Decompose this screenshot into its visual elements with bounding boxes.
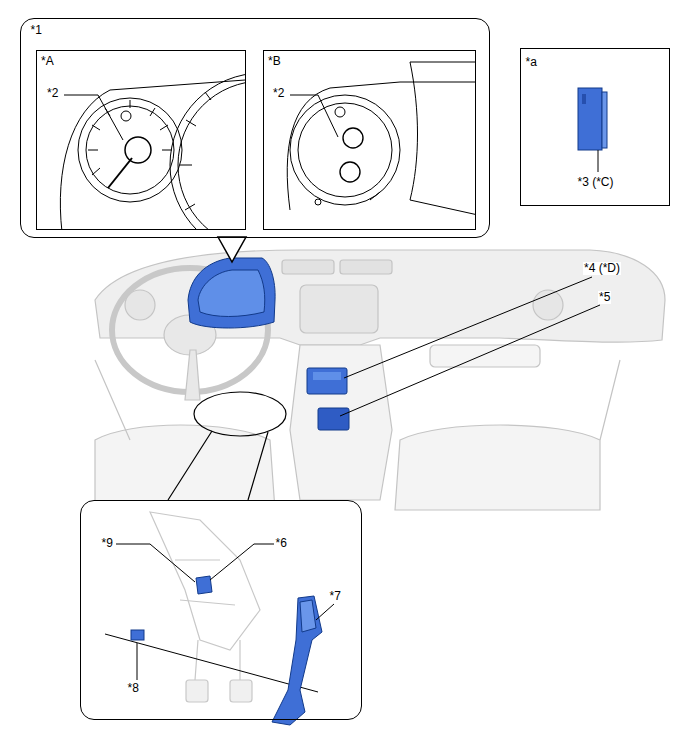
callout-number: *7 xyxy=(330,590,341,603)
panel-ground xyxy=(20,18,490,238)
callout-number: *4 (*D) xyxy=(583,262,621,275)
callout-number: *5 xyxy=(598,291,611,304)
callout-number: *9 xyxy=(102,537,113,550)
meter-type-b xyxy=(287,62,475,215)
zoom-ellipse xyxy=(194,392,286,436)
panel-label: *1 xyxy=(31,24,42,37)
callout-number: *2 xyxy=(273,87,284,100)
ecu-module xyxy=(578,88,607,150)
car-interior xyxy=(95,250,665,510)
zoom-leader xyxy=(168,431,268,500)
callout-number: *3 (*C) xyxy=(578,176,614,189)
panel-label: *A xyxy=(41,55,54,68)
panel-label: *a xyxy=(526,56,537,69)
callout-tail xyxy=(218,237,246,262)
meter-panel: *A *2 xyxy=(36,50,246,230)
part-panel: *a *3 (*C) xyxy=(520,48,670,206)
callout-number: *8 xyxy=(128,682,139,695)
panel-label: *B xyxy=(268,55,281,68)
inset-parts xyxy=(131,576,322,725)
callout-panel: *1 *A *2 *B *2 xyxy=(20,18,490,238)
panel-ground xyxy=(80,500,362,720)
zoom-panel: *9 *6 *7 *8 xyxy=(80,500,362,720)
pedal-assembly xyxy=(150,512,260,702)
highlighted-parts xyxy=(188,258,349,430)
callout-number: *6 xyxy=(276,537,287,550)
callout-number: *2 xyxy=(47,87,58,100)
panel-ground xyxy=(520,48,670,206)
meter-panel: *B *2 xyxy=(263,50,476,230)
meter-type-a xyxy=(60,73,245,229)
